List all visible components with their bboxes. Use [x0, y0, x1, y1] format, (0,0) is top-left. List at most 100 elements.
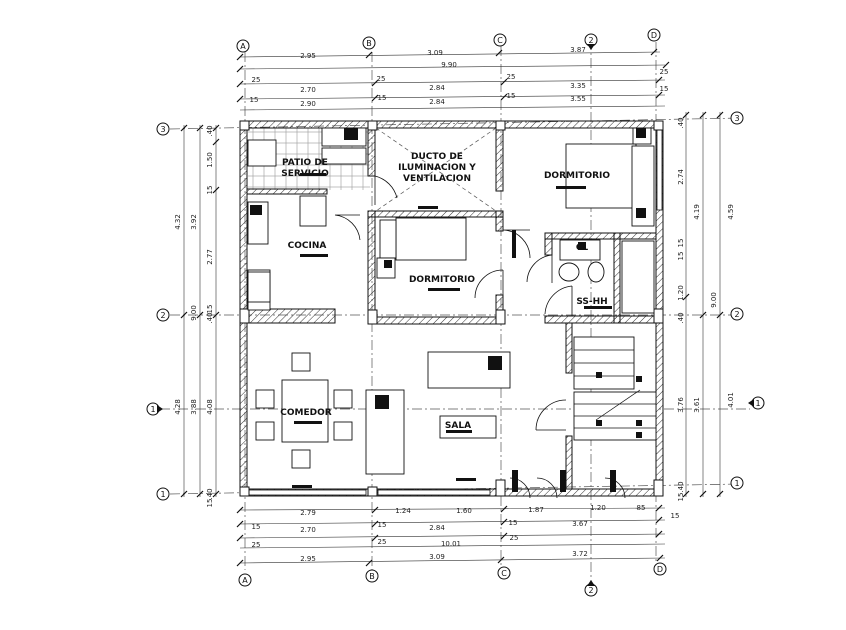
axis-bubble-right-1	[730, 476, 744, 490]
dimension-lines	[183, 51, 721, 564]
dim-top-small-2: 25	[377, 75, 386, 83]
dim-right-inner-10: .40	[677, 481, 685, 492]
wardrobe-right	[631, 145, 655, 227]
label-bath: SS-HH	[576, 297, 607, 307]
chair-1	[291, 352, 311, 372]
dim-left-inner-11: 15	[206, 499, 214, 508]
wall-duct-right	[495, 120, 504, 192]
patio-cabinet	[321, 147, 367, 165]
wall-bed-bottom	[367, 316, 504, 325]
dimension-ticks	[180, 48, 724, 567]
door-entry-2	[536, 477, 558, 499]
wall-bed-right	[495, 210, 504, 232]
doors	[334, 175, 626, 499]
dim-left-inner-7: .40	[206, 312, 214, 323]
dim-top-small-5: 15	[250, 96, 259, 104]
label-duct-1: DUCTO DE	[411, 152, 463, 162]
section-label-left: 1	[150, 405, 155, 414]
door-closet	[526, 254, 553, 283]
axis-label-top-a: A	[240, 42, 246, 51]
dim-right-outer-2: 9.00	[710, 292, 718, 308]
axis-bubble-bottom-c	[497, 566, 511, 580]
door-jambs	[512, 230, 616, 492]
section-arrows	[157, 44, 754, 586]
dim-left-outer-2: 9.00	[190, 305, 198, 321]
axis-bubble-bottom-b	[365, 569, 379, 583]
dim-bottom-3: 1.60	[456, 507, 472, 515]
dim-right-inner-9: 3.61	[693, 397, 701, 413]
window-bottom-mid	[377, 489, 491, 496]
chair-4	[255, 421, 275, 441]
axis-bubble-top-c	[493, 33, 507, 47]
dim-bottom-2: 1.24	[395, 507, 411, 515]
dim-right-inner-6: 1.20	[677, 285, 685, 301]
stair-treads	[574, 349, 656, 429]
dim-bottom-row5-3: 3.72	[572, 550, 588, 558]
wall-bed-left	[367, 210, 376, 325]
dim-bottom-6: 85	[637, 504, 646, 512]
washing-machine	[247, 139, 277, 167]
dim-left-inner-8: 3.88	[190, 399, 198, 415]
axis-label-left-2: 2	[160, 311, 165, 320]
dim-bottom-small-3: 15	[509, 519, 518, 527]
bed-right	[565, 143, 637, 209]
dim-top-row3-3: 3.35	[570, 82, 586, 90]
dim-right-inner-2: 2.74	[677, 169, 685, 185]
axis-bubble-top-b	[362, 36, 376, 50]
dim-top-row5-3: 3.55	[570, 95, 586, 103]
dim-left-inner-4: 3.92	[190, 214, 198, 230]
dim-left-inner-5: 2.77	[206, 249, 214, 265]
dim-right-inner-11: 15	[677, 493, 685, 502]
dim-top-row3-2: 2.84	[429, 84, 445, 92]
door-bed-center	[474, 269, 504, 299]
dim-top-total: 9.90	[441, 61, 457, 69]
dim-left-outer-1: 4.32	[174, 214, 182, 230]
dim-bottom-row3-1: 2.70	[300, 526, 316, 534]
door-entry-3	[604, 477, 626, 499]
axis-bubble-left-3	[156, 122, 170, 136]
dim-top-small-3: 25	[507, 73, 516, 81]
label-dormitorio-right: DORMITORIO	[544, 171, 610, 181]
axis-label-top-c: C	[497, 36, 503, 45]
axis-bubble-right-2	[730, 307, 744, 321]
axis-label-right-2: 2	[734, 310, 739, 319]
window-right-bed	[656, 129, 663, 211]
dim-left-outer-3: 4.28	[174, 399, 182, 415]
dim-bottom-row3-3: 3.67	[572, 520, 588, 528]
dim-top-2: 3.09	[427, 49, 443, 57]
wall-closet-top	[544, 232, 657, 240]
columns	[239, 120, 664, 497]
section-label-bottom: 2	[588, 586, 593, 595]
door-patio-duct	[374, 175, 398, 205]
dim-top-row5-2: 2.84	[429, 98, 445, 106]
axis-bubbles	[146, 28, 765, 597]
label-sala: SALA	[445, 421, 471, 431]
door-bed-right	[502, 229, 531, 259]
label-closet: CL	[576, 243, 589, 253]
axis-label-bottom-c: C	[501, 569, 507, 578]
door-kitchen	[334, 214, 361, 241]
dim-top-small-7: 15	[507, 92, 516, 100]
dim-bottom-total: 10.01	[441, 540, 461, 548]
wall-stair-left-low	[565, 435, 573, 490]
dim-bottom-row5-1: 2.95	[300, 555, 316, 563]
label-comedor: COMEDOR	[280, 408, 331, 418]
dim-top-3: 3.87	[570, 46, 586, 54]
bed-center-pillow	[379, 219, 397, 259]
stove	[247, 271, 271, 303]
axis-label-top-d: D	[651, 31, 657, 40]
kitchen-counter-top	[299, 195, 327, 227]
dim-left-inner-9: 4.08	[206, 399, 214, 415]
label-patio-1: PATIO DE	[282, 158, 328, 168]
bed-center	[395, 217, 467, 261]
door-bath	[544, 285, 573, 316]
chair-3	[255, 389, 275, 409]
dim-left-inner-3: 15	[206, 186, 214, 195]
dim-right-inner-8: 3.76	[677, 397, 685, 413]
axis-bubble-left-2	[156, 308, 170, 322]
toilet	[587, 261, 605, 283]
dim-right-inner-5: 15	[677, 252, 685, 261]
dim-bottom-1: 2.79	[300, 509, 316, 517]
wall-bath-bottom	[544, 315, 657, 324]
